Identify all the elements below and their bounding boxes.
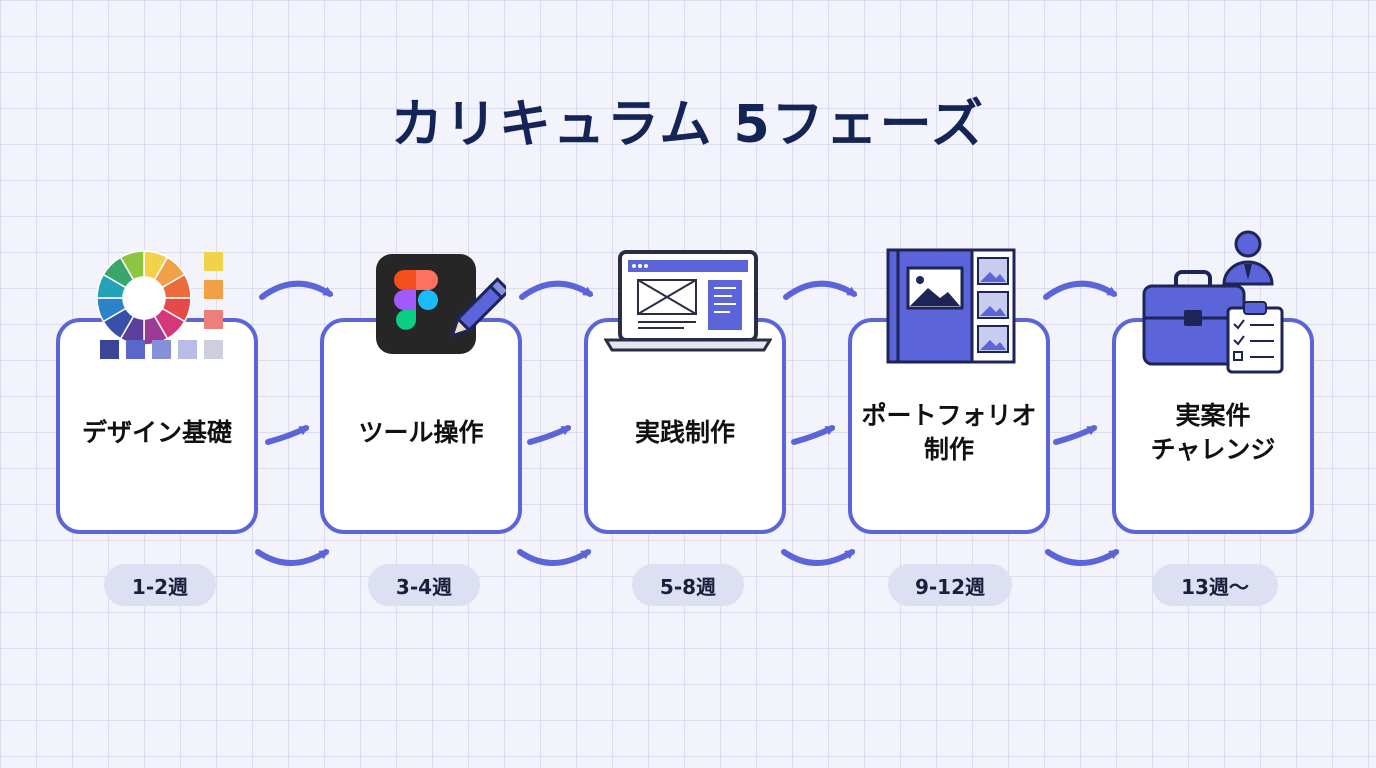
phase-label: デザイン基礎 <box>81 418 232 448</box>
arrow-mid-1 <box>265 425 310 445</box>
laptop-icon <box>604 250 772 352</box>
portfolio-icon <box>886 248 1016 364</box>
arrow-bot-1 <box>255 549 330 566</box>
arrow-top-1 <box>259 280 334 300</box>
duration-badge: 3-4週 <box>368 564 480 606</box>
color-wheel-icon <box>96 250 223 359</box>
phase-label: 実案件 チャレンジ <box>1150 401 1276 464</box>
arrow-bot-2 <box>517 549 592 566</box>
briefcase-icon <box>1142 230 1284 374</box>
arrow-mid-2 <box>527 425 572 445</box>
duration-badge: 1-2週 <box>104 564 216 606</box>
duration-badge: 5-8週 <box>632 564 744 606</box>
arrow-top-3 <box>783 280 858 300</box>
arrow-mid-3 <box>791 425 836 445</box>
duration-badge: 9-12週 <box>888 564 1012 606</box>
arrow-top-4 <box>1043 280 1118 300</box>
phase-label: ツール操作 <box>358 418 484 448</box>
duration-badge: 13週〜 <box>1152 564 1278 606</box>
arrow-bot-4 <box>1045 549 1120 566</box>
arrow-bot-3 <box>781 549 856 566</box>
phase-label: ポートフォリオ 制作 <box>861 401 1037 464</box>
page-title: カリキュラム 5フェーズ <box>390 95 986 155</box>
arrow-mid-4 <box>1053 425 1098 445</box>
phase-label: 実践制作 <box>634 418 735 448</box>
figma-icon <box>376 254 506 354</box>
arrow-top-2 <box>519 280 594 300</box>
phase-card-practical-production: 実践制作 <box>584 318 786 534</box>
